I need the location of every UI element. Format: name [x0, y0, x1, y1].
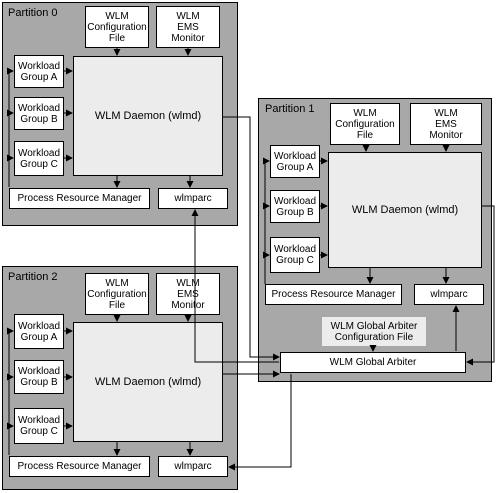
connector-line: [228, 374, 292, 471]
wlm-global-arbiter: WLM Global Arbiter: [280, 352, 466, 373]
wlm-ems-monitor: WLM EMS Monitor: [410, 103, 482, 145]
workload-group-c: Workload Group C: [14, 408, 64, 444]
workload-group-c: Workload Group C: [270, 237, 320, 273]
workload-group-b: Workload Group B: [270, 190, 320, 223]
workload-group-a: Workload Group A: [14, 55, 64, 88]
wlm-config-file: WLM Configuration File: [85, 273, 149, 315]
wlm-ems-monitor: WLM EMS Monitor: [156, 273, 220, 315]
global-arbiter-config-file: WLM Global Arbiter Configuration File: [322, 317, 426, 346]
workload-group-a: Workload Group A: [270, 145, 320, 178]
partition-title: Partition 1: [265, 103, 315, 115]
process-resource-manager: Process Resource Manager: [9, 188, 150, 209]
process-resource-manager: Process Resource Manager: [9, 456, 150, 477]
workload-group-a: Workload Group A: [14, 314, 64, 349]
workload-group-c: Workload Group C: [14, 141, 64, 176]
partition-title: Partition 0: [8, 7, 58, 19]
wlmparc: wlmparc: [158, 456, 228, 477]
partition-title: Partition 2: [8, 271, 58, 283]
workload-group-b: Workload Group B: [14, 360, 64, 394]
wlm-config-file: WLM Configuration File: [85, 6, 149, 48]
wlm-daemon: WLM Daemon (wlmd): [73, 56, 223, 176]
process-resource-manager: Process Resource Manager: [265, 284, 402, 305]
wlmparc: wlmparc: [414, 284, 484, 305]
wlm-daemon: WLM Daemon (wlmd): [73, 322, 223, 442]
workload-group-b: Workload Group B: [14, 97, 64, 130]
wlmparc: wlmparc: [158, 188, 228, 209]
wlm-config-file: WLM Configuration File: [330, 103, 400, 145]
wlm-ems-monitor: WLM EMS Monitor: [156, 6, 220, 48]
wlm-daemon: WLM Daemon (wlmd): [328, 152, 482, 268]
